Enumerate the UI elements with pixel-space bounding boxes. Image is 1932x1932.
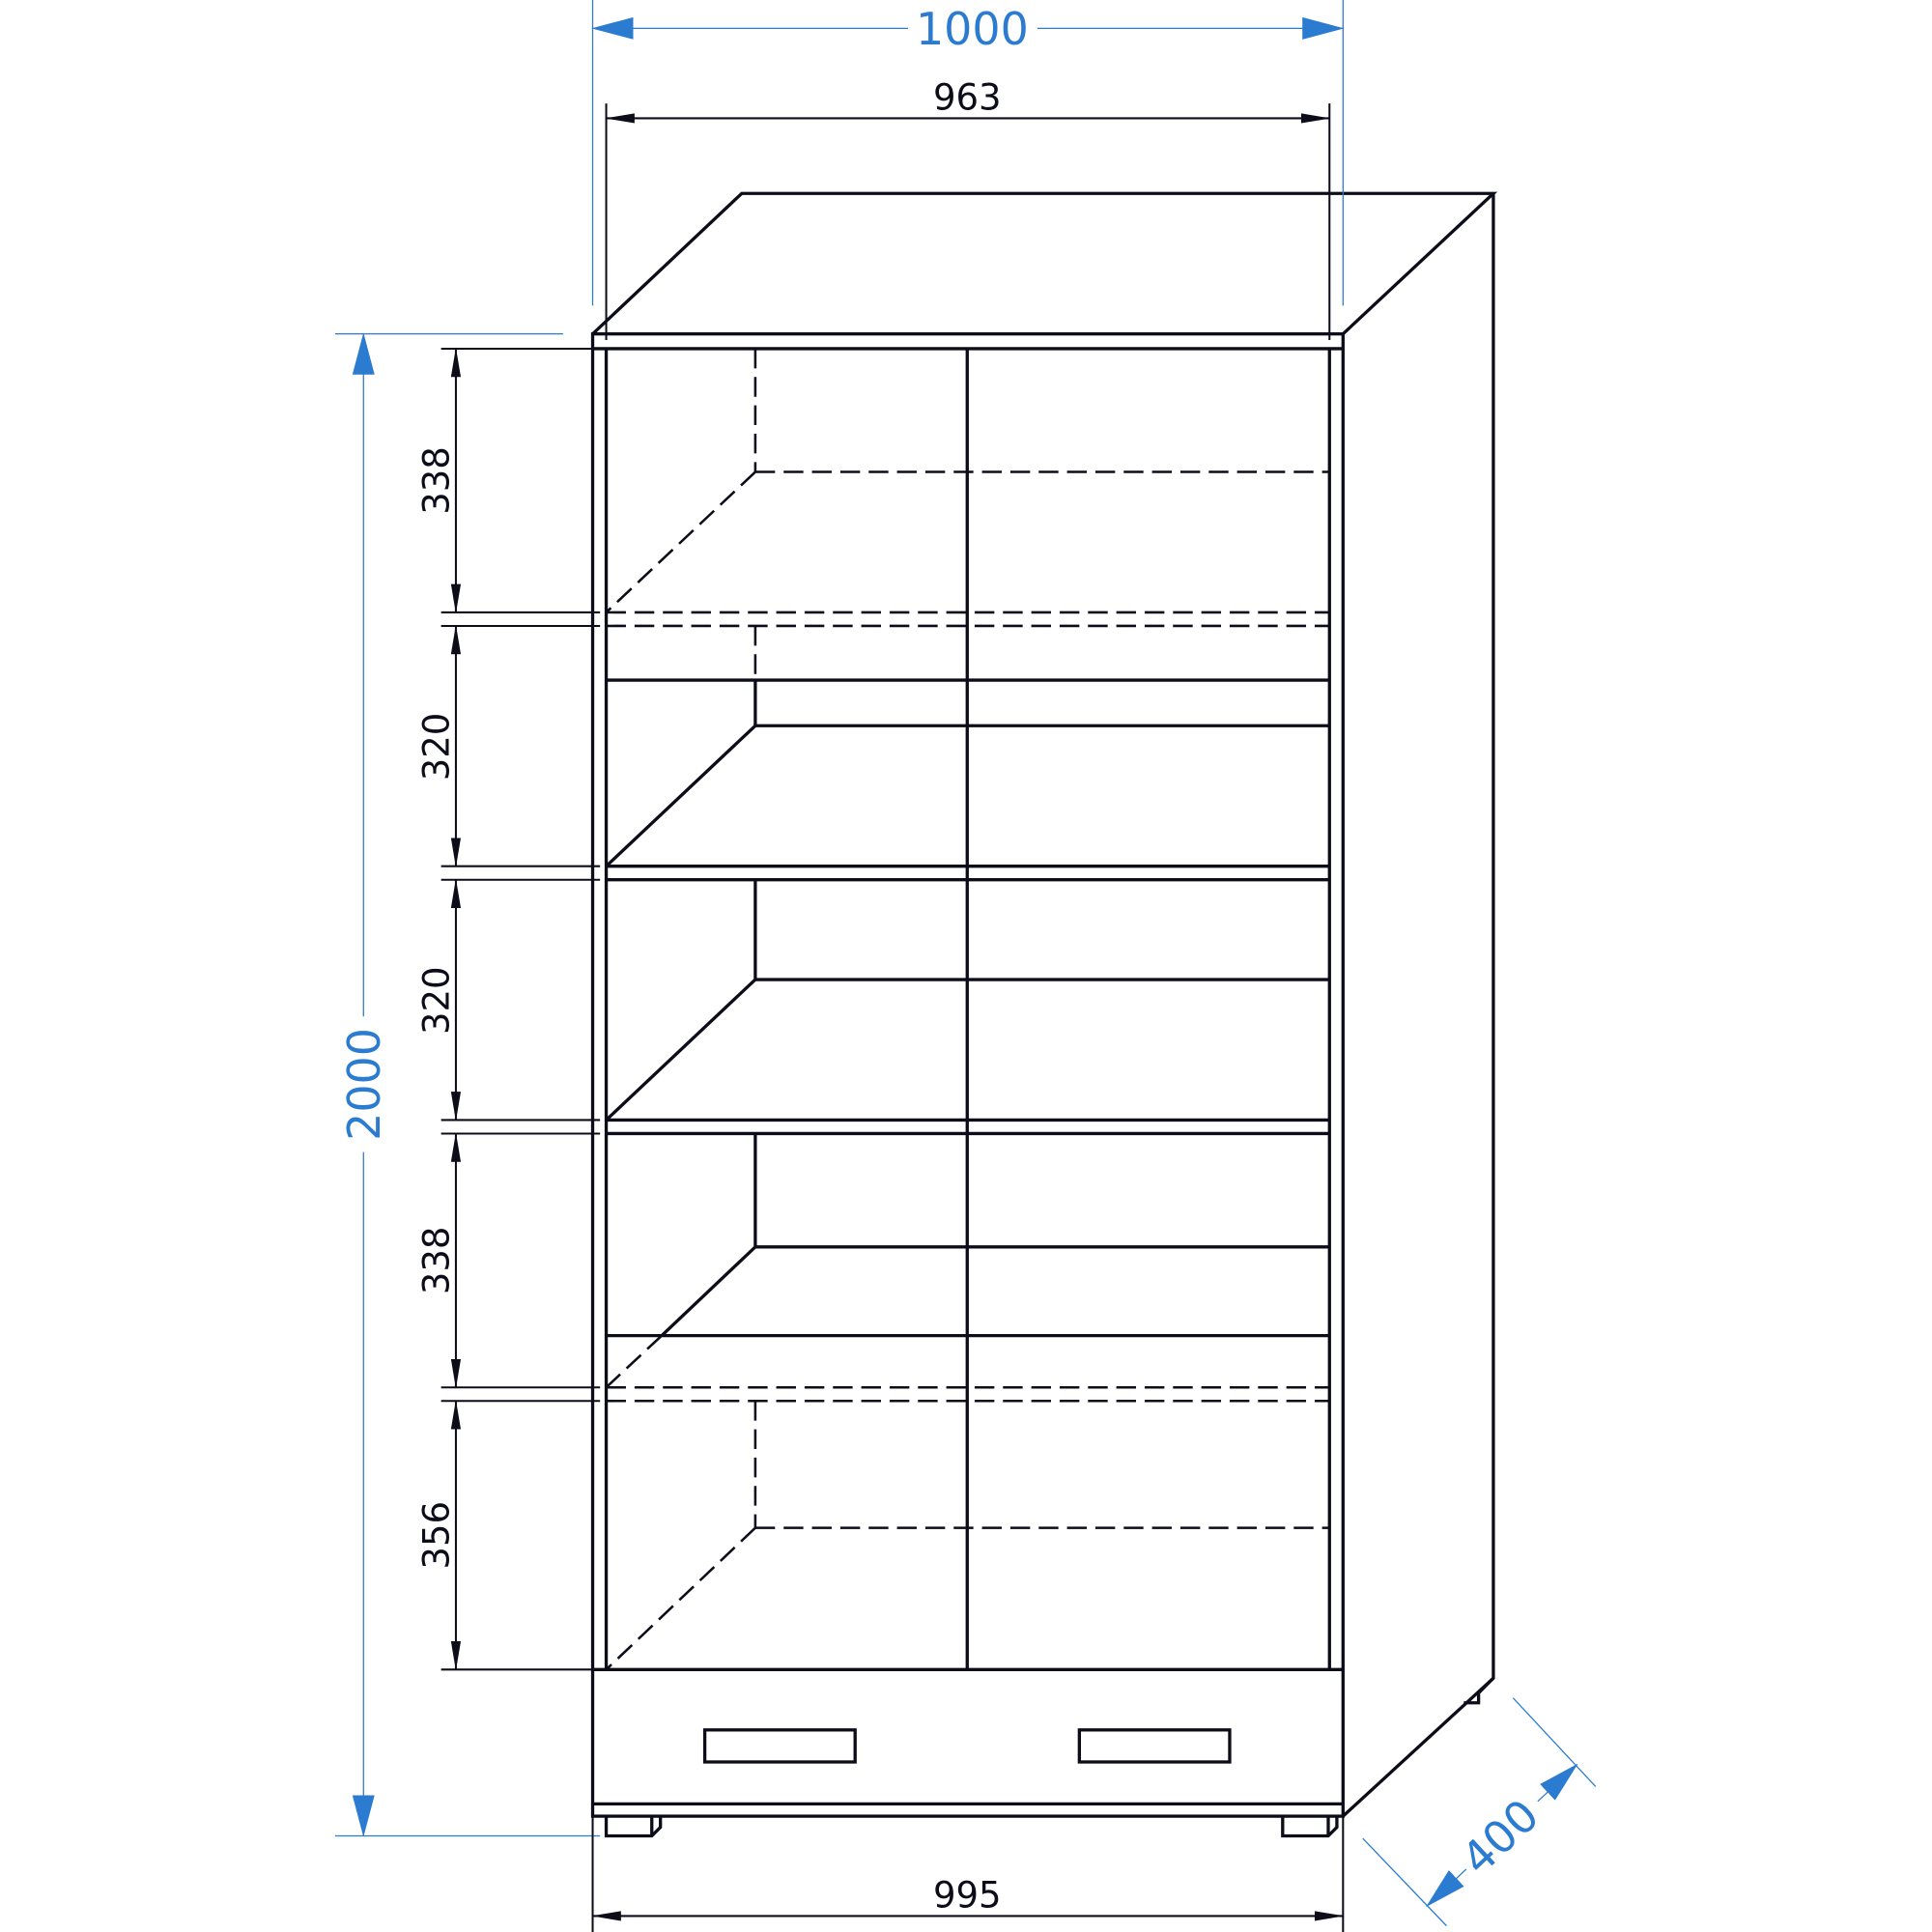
legs xyxy=(604,1816,1339,1838)
dimension-label: 995 xyxy=(933,1874,1002,1916)
dimension-label: 338 xyxy=(415,1227,457,1295)
cabinet-body xyxy=(590,191,1498,1818)
dimension-overall-height: 2000 xyxy=(334,332,601,1837)
dimension-label: 338 xyxy=(415,446,457,515)
dimension-label: 963 xyxy=(933,77,1002,119)
dimension-overall-width: 1000 xyxy=(591,0,1345,306)
dimension-label: 320 xyxy=(415,713,457,781)
drawer xyxy=(702,1728,1232,1764)
dimension-depth: 400 xyxy=(1362,1697,1597,1927)
dimension-label: 1000 xyxy=(916,3,1029,55)
dimension-compartments: 338 320 320 338 356 xyxy=(415,347,601,1671)
shelves xyxy=(606,611,1330,1403)
dimension-label: 400 xyxy=(1451,1789,1548,1885)
compartment-interiors xyxy=(605,348,1330,1671)
dimension-inner-width: 963 xyxy=(605,77,1331,341)
dimension-label: 2000 xyxy=(338,1028,390,1141)
dimension-label: 320 xyxy=(415,966,457,1035)
drawer-handle-right xyxy=(1077,1728,1232,1764)
drawer-handle-left xyxy=(702,1728,857,1764)
dimension-label: 356 xyxy=(415,1501,457,1570)
dimension-base-width: 995 xyxy=(591,1816,1345,1932)
